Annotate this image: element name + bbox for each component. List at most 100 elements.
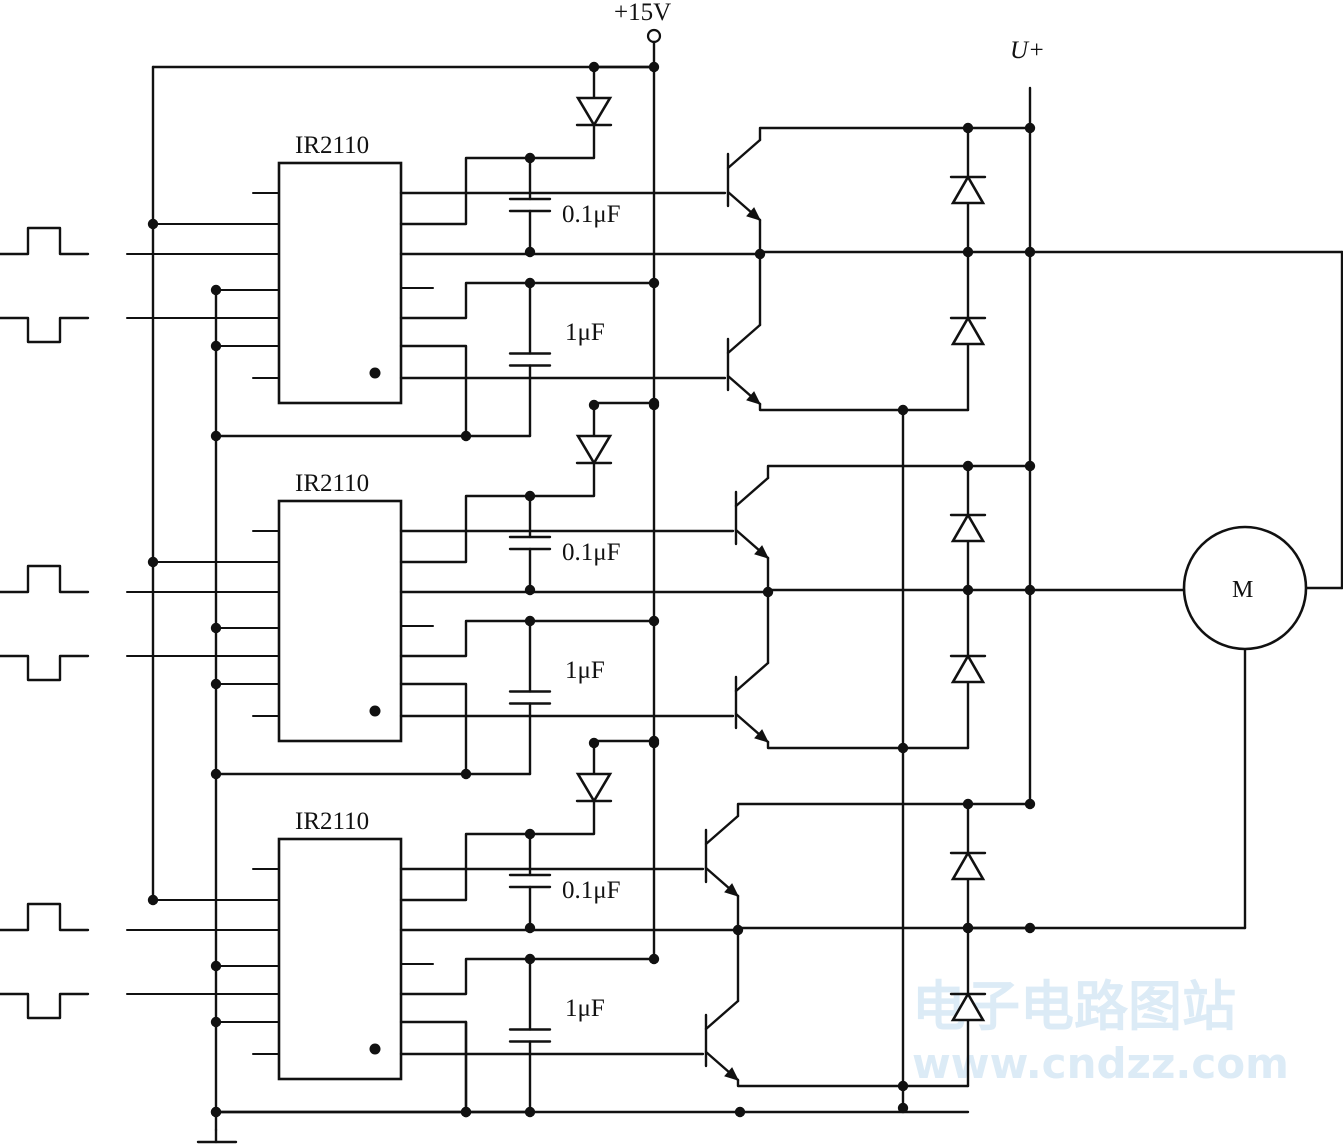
junction-dot xyxy=(147,218,159,230)
junction-dot xyxy=(897,1102,909,1114)
bootstrap-cap-label: 0.1μF xyxy=(562,201,621,228)
junction-dot xyxy=(648,397,660,409)
lower-freewheel-diode xyxy=(949,588,987,750)
wire-boot-out xyxy=(528,123,596,160)
lower-igbt xyxy=(704,999,740,1082)
junction-dot xyxy=(147,556,159,568)
junction-dot xyxy=(962,922,974,934)
wire-com xyxy=(399,344,468,438)
junction-dot xyxy=(524,828,536,840)
bootstrap-diode xyxy=(575,96,613,128)
pin1-marker xyxy=(369,1043,381,1055)
wire-boot-out xyxy=(528,461,596,498)
junction-dot xyxy=(648,61,660,73)
input-pulse-low xyxy=(0,654,90,682)
junction-dot xyxy=(210,960,222,972)
wire-lower-emitter xyxy=(758,402,970,412)
junction-dot xyxy=(1024,584,1036,596)
junction-dot xyxy=(210,768,222,780)
input-pulse-high xyxy=(0,226,90,256)
ir2110-label: IR2110 xyxy=(295,132,369,159)
junction-dot xyxy=(1024,460,1036,472)
vcc-terminal xyxy=(646,28,662,44)
wire-upper-collector xyxy=(736,802,1032,818)
wire-upper-collector xyxy=(766,464,1032,480)
junction-dot xyxy=(1024,922,1036,934)
motor: M xyxy=(1182,525,1308,651)
watermark-url: www.cndzz.com xyxy=(912,1039,1289,1088)
junction-dot xyxy=(524,277,536,289)
wire-boot-feed xyxy=(592,65,656,100)
input-pulse-high xyxy=(0,564,90,594)
junction-dot xyxy=(524,490,536,502)
junction-dot xyxy=(897,742,909,754)
bootstrap-diode xyxy=(575,434,613,466)
junction-dot xyxy=(524,246,536,258)
upper-freewheel-diode xyxy=(949,802,987,930)
junction-dot xyxy=(648,953,660,965)
bus-label: U+ xyxy=(1010,37,1045,64)
pin1-marker xyxy=(369,705,381,717)
junction-dot xyxy=(210,430,222,442)
ir2110-label: IR2110 xyxy=(295,470,369,497)
lower-igbt xyxy=(734,661,770,744)
vcc-capacitor xyxy=(508,619,552,776)
junction-dot xyxy=(962,122,974,134)
junction-dot xyxy=(734,1106,746,1118)
vcc-cap-label: 1μF xyxy=(565,657,605,684)
junction-dot xyxy=(524,584,536,596)
wire-vcc xyxy=(399,281,656,320)
junction-dot xyxy=(897,1080,909,1092)
wire-boot-feed xyxy=(592,739,656,776)
junction-dot xyxy=(588,737,600,749)
wire-lower-emitter xyxy=(736,1078,970,1088)
wire-com xyxy=(399,1020,468,1114)
junction-dot xyxy=(1024,798,1036,810)
wire-vcc xyxy=(399,619,656,658)
ir2110-chip xyxy=(277,837,403,1081)
lower-freewheel-diode xyxy=(949,250,987,412)
motor-label: M xyxy=(1232,577,1253,603)
junction-dot xyxy=(524,922,536,934)
junction-dot xyxy=(210,1016,222,1028)
bootstrap-capacitor xyxy=(508,832,552,930)
junction-dot xyxy=(962,460,974,472)
input-pulse-high xyxy=(0,902,90,932)
vcc-capacitor xyxy=(508,957,552,1114)
ir2110-label: IR2110 xyxy=(295,808,369,835)
ir2110-chip xyxy=(277,161,403,405)
wire-lower-emitter xyxy=(766,740,970,750)
junction-dot xyxy=(460,1106,472,1118)
ir2110-chip xyxy=(277,499,403,743)
lower-igbt xyxy=(726,323,762,406)
junction-dot xyxy=(1024,246,1036,258)
junction-dot xyxy=(1024,122,1036,134)
junction-dot xyxy=(754,248,766,260)
junction-dot xyxy=(648,277,660,289)
bootstrap-diode xyxy=(575,772,613,804)
junction-dot xyxy=(210,340,222,352)
input-pulse-low xyxy=(0,992,90,1020)
junction-dot xyxy=(732,924,744,936)
junction-dot xyxy=(524,615,536,627)
junction-dot xyxy=(897,404,909,416)
junction-dot xyxy=(648,735,660,747)
driver-stages: IR21100.1μF1μFIR21100.1μF1μFIR21100.1μF1… xyxy=(0,65,1032,1114)
junction-dot xyxy=(962,798,974,810)
vcc-capacitor xyxy=(508,281,552,438)
upper-igbt xyxy=(726,138,762,222)
bootstrap-capacitor xyxy=(508,494,552,592)
junction-dot xyxy=(524,152,536,164)
wire-com xyxy=(399,682,468,776)
junction-dot xyxy=(524,1106,536,1118)
junction-dot xyxy=(962,584,974,596)
junction-dot xyxy=(210,284,222,296)
junction-dot xyxy=(524,953,536,965)
junction-dot xyxy=(588,399,600,411)
pin1-marker xyxy=(369,367,381,379)
vcc-label: +15V xyxy=(614,0,671,26)
